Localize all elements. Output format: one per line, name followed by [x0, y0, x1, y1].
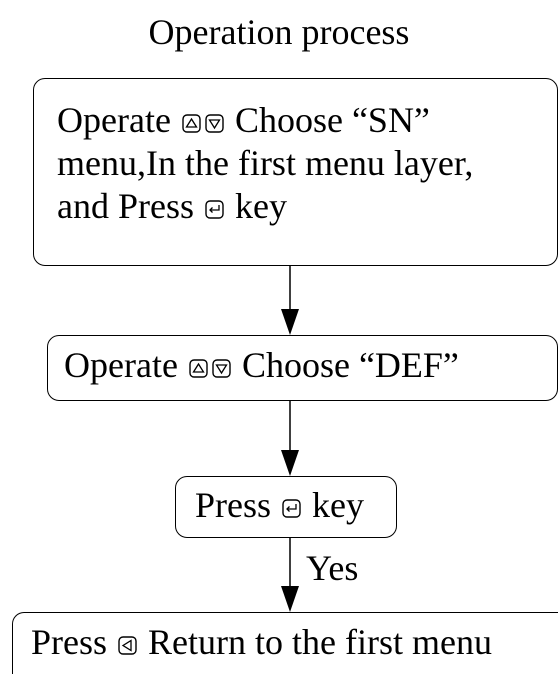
up-key-icon	[189, 359, 208, 378]
step-3-box: Press key	[175, 476, 397, 538]
down-key-icon	[212, 359, 231, 378]
step-1-line-3: and Press key	[57, 186, 287, 226]
step-4-line-1: Press Return to the first menu	[31, 622, 492, 662]
step-1-line-1: Operate Choose “SN”	[57, 100, 430, 140]
step-1-line-2: menu,In the first menu layer,	[57, 143, 474, 183]
yes-edge-label: Yes	[306, 548, 359, 588]
enter-key-icon	[205, 200, 224, 219]
step-2-box: Operate Choose “DEF”	[47, 335, 558, 401]
step-3-line-1: Press key	[195, 485, 364, 525]
step-2-line-1: Operate Choose “DEF”	[64, 345, 459, 385]
step-1-box: Operate Choose “SN” menu,In the first me…	[33, 78, 558, 266]
enter-key-icon	[282, 499, 301, 518]
diagram-title: Operation process	[148, 12, 410, 52]
arrow-head-1	[281, 309, 299, 335]
left-key-icon	[118, 636, 137, 655]
arrow-head-2	[281, 450, 299, 476]
arrow-head-3	[281, 586, 299, 612]
up-key-icon	[182, 114, 201, 133]
down-key-icon	[205, 114, 224, 133]
step-4-box: Press Return to the first menu	[12, 612, 558, 674]
